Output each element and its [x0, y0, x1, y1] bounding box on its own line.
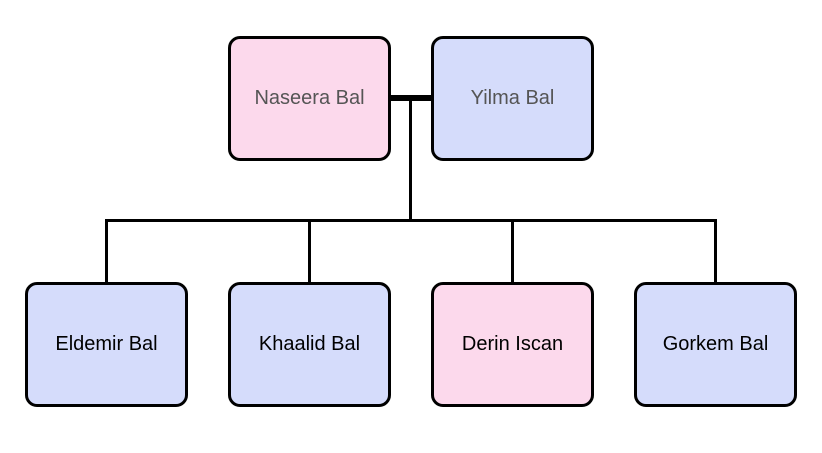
- sibling-bar: [105, 219, 717, 222]
- descent-line: [409, 98, 412, 222]
- child-drop-line: [105, 220, 108, 283]
- child-drop-line: [511, 220, 514, 283]
- person-name: Gorkem Bal: [662, 333, 769, 355]
- person-node-yilma-bal[interactable]: Yilma Bal: [431, 36, 594, 161]
- person-node-gorkem-bal[interactable]: Gorkem Bal: [634, 282, 797, 407]
- person-node-eldemir-bal[interactable]: Eldemir Bal: [25, 282, 188, 407]
- person-node-derin-iscan[interactable]: Derin Iscan: [431, 282, 594, 407]
- person-name: Yilma Bal: [470, 87, 555, 109]
- person-name: Khaalid Bal: [258, 333, 361, 355]
- person-name: Derin Iscan: [461, 333, 564, 355]
- child-drop-line: [308, 220, 311, 283]
- child-drop-line: [714, 220, 717, 283]
- person-name: Naseera Bal: [254, 87, 365, 109]
- person-node-naseera-bal[interactable]: Naseera Bal: [228, 36, 391, 161]
- person-node-khaalid-bal[interactable]: Khaalid Bal: [228, 282, 391, 407]
- person-name: Eldemir Bal: [55, 333, 158, 355]
